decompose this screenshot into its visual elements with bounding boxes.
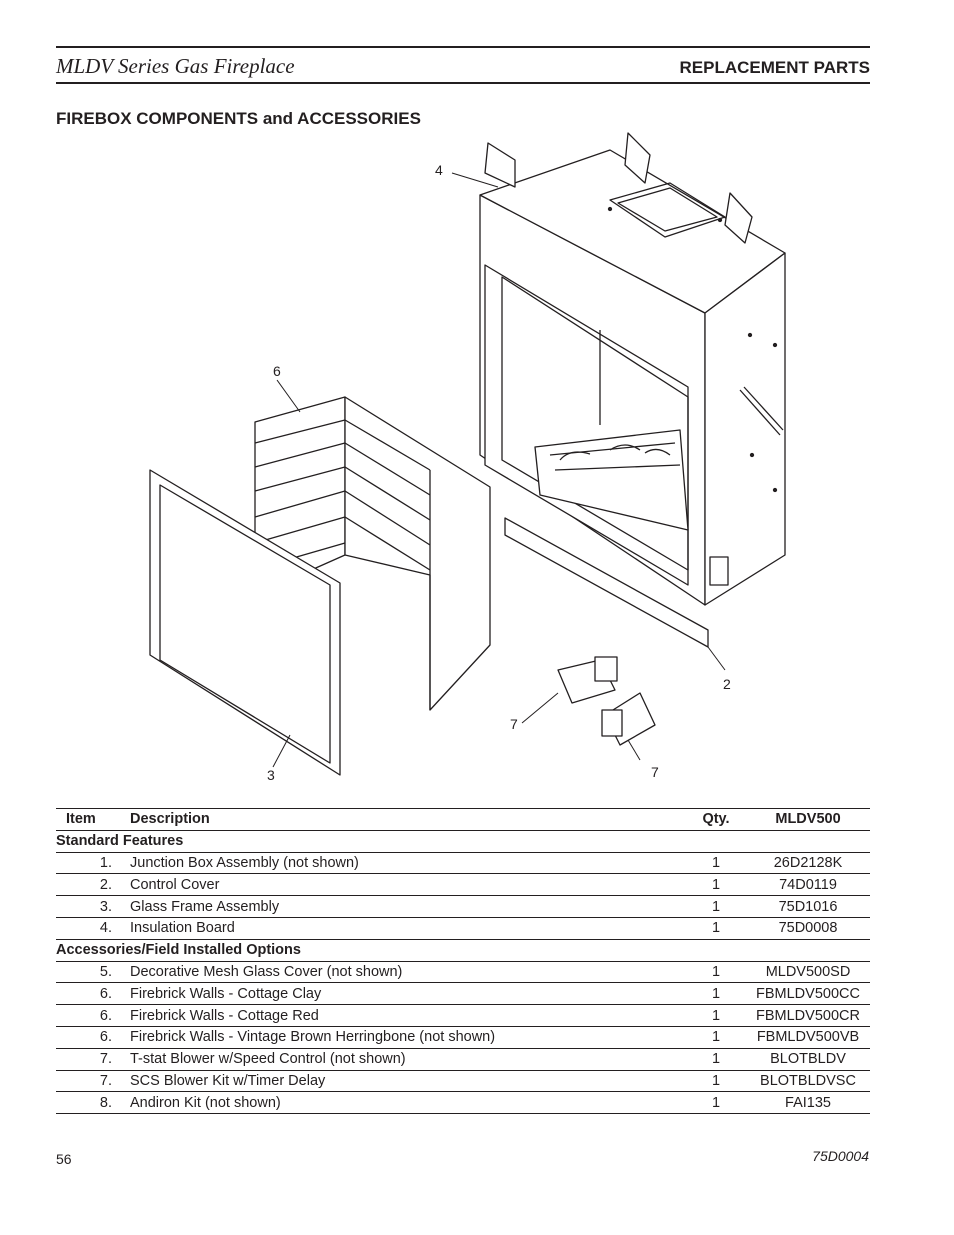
cell-item: 8. — [56, 1091, 130, 1115]
parts-table: Item Description Qty. MLDV500 Standard F… — [56, 808, 870, 1115]
table-row: 6. Firebrick Walls - Cottage Red 1 FBMLD… — [56, 1004, 870, 1027]
callout-7-right: 7 — [651, 764, 659, 780]
group-row: Standard Features — [56, 830, 870, 853]
header-bottom-rule — [56, 82, 870, 84]
cell-qty: 1 — [686, 1091, 746, 1115]
col-description: Description — [130, 808, 686, 831]
table-row: 1. Junction Box Assembly (not shown) 1 2… — [56, 852, 870, 875]
group-title: Standard Features — [56, 830, 870, 853]
cell-description: Insulation Board — [130, 917, 686, 940]
table-row: 6. Firebrick Walls - Vintage Brown Herri… — [56, 1026, 870, 1049]
cell-item: 3. — [56, 895, 130, 918]
cell-part: 26D2128K — [746, 852, 870, 875]
cell-description: Decorative Mesh Glass Cover (not shown) — [130, 961, 686, 984]
cell-qty: 1 — [686, 961, 746, 984]
header-top-rule — [56, 46, 870, 48]
cell-item: 6. — [56, 1004, 130, 1027]
cell-item: 4. — [56, 917, 130, 940]
callout-leaders — [272, 172, 726, 768]
cell-qty: 1 — [686, 895, 746, 918]
cell-part: BLOTBLDV — [746, 1048, 870, 1071]
callout-4: 4 — [435, 162, 443, 178]
callout-6: 6 — [273, 363, 281, 379]
cell-part: 74D0119 — [746, 873, 870, 897]
page-number: 56 — [56, 1151, 72, 1167]
cell-item: 6. — [56, 1026, 130, 1049]
cell-qty: 1 — [686, 917, 746, 940]
cell-part: FBMLDV500CC — [746, 982, 870, 1006]
cell-description: Glass Frame Assembly — [130, 895, 686, 918]
cell-qty: 1 — [686, 873, 746, 897]
table-row: 5. Decorative Mesh Glass Cover (not show… — [56, 961, 870, 984]
table-row: 3. Glass Frame Assembly 1 75D1016 — [56, 895, 870, 918]
section-label: REPLACEMENT PARTS — [679, 58, 870, 77]
col-item: Item — [56, 808, 130, 831]
cell-part: FAI135 — [746, 1091, 870, 1115]
cell-qty: 1 — [686, 852, 746, 875]
cell-description: T-stat Blower w/Speed Control (not shown… — [130, 1048, 686, 1071]
cell-qty: 1 — [686, 1070, 746, 1093]
cell-description: SCS Blower Kit w/Timer Delay — [130, 1070, 686, 1093]
cell-description: Firebrick Walls - Vintage Brown Herringb… — [130, 1026, 686, 1049]
cell-item: 7. — [56, 1070, 130, 1093]
cell-description: Junction Box Assembly (not shown) — [130, 852, 686, 875]
group-row: Accessories/Field Installed Options — [56, 939, 870, 962]
cell-qty: 1 — [686, 982, 746, 1006]
cell-item: 2. — [56, 873, 130, 897]
cell-part: MLDV500SD — [746, 961, 870, 984]
exploded-parts-diagram: 4 6 2 7 3 7 — [149, 132, 786, 783]
glass-frame-part — [149, 469, 341, 776]
col-qty: Qty. — [686, 808, 746, 831]
cell-description: Firebrick Walls - Cottage Red — [130, 1004, 686, 1027]
sub-heading: FIREBOX COMPONENTS and ACCESSORIES — [56, 109, 421, 128]
table-row: 2. Control Cover 1 74D0119 — [56, 873, 870, 897]
cell-part: FBMLDV500CR — [746, 1004, 870, 1027]
cell-item: 6. — [56, 982, 130, 1006]
document-title: MLDV Series Gas Fireplace — [56, 54, 295, 78]
cell-part: 75D1016 — [746, 895, 870, 918]
table-row: 7. T-stat Blower w/Speed Control (not sh… — [56, 1048, 870, 1071]
col-model: MLDV500 — [746, 808, 870, 831]
table-row: 7. SCS Blower Kit w/Timer Delay 1 BLOTBL… — [56, 1070, 870, 1093]
fireplace-unit — [479, 132, 786, 606]
callout-3: 3 — [267, 767, 275, 783]
cell-qty: 1 — [686, 1004, 746, 1027]
cell-description: Andiron Kit (not shown) — [130, 1091, 686, 1115]
cell-part: 75D0008 — [746, 917, 870, 940]
cell-part: BLOTBLDVSC — [746, 1070, 870, 1093]
table-header-row: Item Description Qty. MLDV500 — [56, 808, 870, 831]
document-code: 75D0004 — [812, 1148, 869, 1164]
table-row: 4. Insulation Board 1 75D0008 — [56, 917, 870, 940]
cell-description: Control Cover — [130, 873, 686, 897]
cell-item: 1. — [56, 852, 130, 875]
blower-parts — [557, 656, 656, 746]
cell-item: 5. — [56, 961, 130, 984]
group-title: Accessories/Field Installed Options — [56, 939, 870, 962]
cell-part: FBMLDV500VB — [746, 1026, 870, 1049]
table-row: 8. Andiron Kit (not shown) 1 FAI135 — [56, 1091, 870, 1115]
cell-description: Firebrick Walls - Cottage Clay — [130, 982, 686, 1006]
callout-7-left: 7 — [510, 716, 518, 732]
cell-qty: 1 — [686, 1026, 746, 1049]
cell-qty: 1 — [686, 1048, 746, 1071]
table-row: 6. Firebrick Walls - Cottage Clay 1 FBML… — [56, 982, 870, 1006]
cell-item: 7. — [56, 1048, 130, 1071]
callout-2: 2 — [723, 676, 731, 692]
